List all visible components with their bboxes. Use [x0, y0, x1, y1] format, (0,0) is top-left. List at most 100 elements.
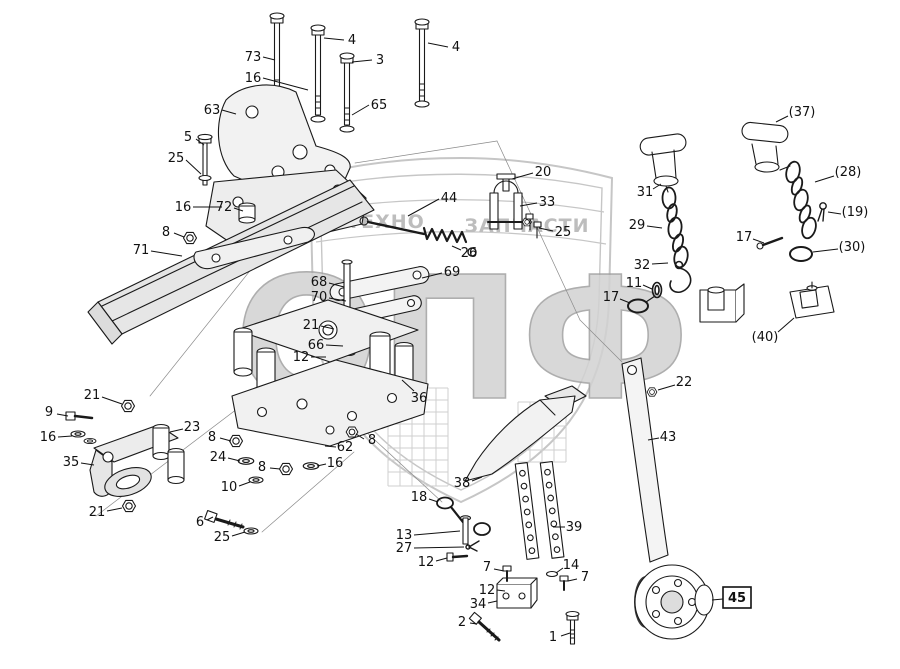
tension-spring-26	[422, 226, 477, 257]
svg-text:11: 11	[626, 276, 643, 291]
nut-21-lower-left	[121, 499, 137, 513]
bolt-12-bottom	[446, 552, 469, 562]
svg-text:69: 69	[444, 265, 461, 280]
svg-text:70: 70	[311, 290, 328, 305]
callout-17-left: 17	[603, 290, 631, 305]
callout-37: (37)	[775, 105, 815, 123]
callout-34: 34	[470, 597, 498, 612]
callout-14: 14	[555, 558, 579, 574]
bolt-4-right	[414, 18, 430, 108]
bolt-3	[339, 52, 355, 133]
callout-17-right: 17	[736, 230, 765, 245]
bolt-4-left	[310, 24, 326, 123]
callout-21-center: 21	[303, 318, 335, 333]
ring-30	[789, 246, 813, 262]
callout-8-mid: 8	[258, 460, 281, 475]
washer-24	[237, 457, 255, 465]
bracket-34	[496, 577, 538, 609]
callout-71: 71	[133, 243, 183, 258]
callout-30: (30)	[812, 240, 865, 255]
svg-text:36: 36	[411, 391, 428, 406]
washer-16-left-b	[83, 437, 97, 445]
bushings-23	[152, 423, 185, 485]
callout-38: 38	[454, 476, 483, 491]
svg-text:31: 31	[637, 185, 654, 200]
eye-rod-44	[359, 216, 426, 236]
bolt-1	[565, 610, 580, 645]
svg-text:72: 72	[216, 200, 233, 215]
svg-text:63: 63	[204, 103, 221, 118]
svg-text:6: 6	[196, 515, 204, 530]
svg-text:4: 4	[348, 33, 356, 48]
callout-22: 22	[657, 375, 692, 391]
svg-text:4: 4	[452, 40, 460, 55]
callout-16-mid: 16	[175, 200, 222, 215]
svg-text:7: 7	[581, 570, 589, 585]
callout-5: 5	[184, 130, 205, 146]
washer-25-left	[243, 527, 259, 535]
svg-text:24: 24	[210, 450, 227, 465]
washer-16-mid	[302, 462, 320, 470]
pin-13	[459, 515, 491, 545]
svg-text:1: 1	[549, 630, 557, 645]
bolt-7-left	[502, 565, 512, 582]
svg-text:13: 13	[396, 528, 413, 543]
washer-10	[248, 476, 264, 484]
callout-35: 35	[63, 455, 95, 470]
chain-29	[661, 186, 689, 269]
svg-text:23: 23	[184, 420, 201, 435]
callout-29: 29	[629, 218, 663, 233]
cotter-pin-19	[817, 202, 827, 222]
base-plate-62	[231, 359, 429, 447]
svg-text:16: 16	[245, 71, 262, 86]
washer-11	[651, 281, 663, 299]
svg-text:26: 26	[461, 246, 478, 261]
lever-arm-43	[621, 357, 669, 563]
callout-4-right: 4	[427, 40, 460, 55]
svg-text:(40): (40)	[752, 330, 779, 345]
clevis-40	[789, 281, 835, 319]
callout-33: 33	[519, 195, 555, 210]
shackle-33	[487, 173, 542, 239]
drawing	[65, 12, 835, 645]
callout-65: 65	[351, 98, 388, 116]
callout-8-top: 8	[162, 225, 185, 240]
callout-36: 36	[401, 379, 428, 406]
callout-18: 18	[411, 490, 439, 505]
callout-9: 9	[45, 405, 69, 420]
callout-10: 10	[221, 480, 251, 495]
callout-66: 66	[308, 338, 344, 353]
svg-text:12: 12	[479, 583, 496, 598]
frame-rail-71	[87, 179, 375, 345]
svg-text:3: 3	[376, 53, 384, 68]
callout-3: 3	[351, 53, 384, 68]
callout-4-left: 4	[323, 33, 356, 48]
callouts: 73 16 4 3 4 65 63 5 25 16 72 8 71 44 20 …	[40, 33, 869, 645]
svg-text:(19): (19)	[842, 205, 869, 220]
nut-8-top	[182, 231, 198, 245]
svg-text:65: 65	[371, 98, 388, 113]
callout-28: (28)	[814, 165, 861, 183]
svg-text:34: 34	[470, 597, 487, 612]
callout-7-left: 7	[483, 560, 505, 575]
svg-text:43: 43	[660, 430, 677, 445]
callout-26: 26	[451, 245, 478, 261]
svg-text:21: 21	[84, 388, 101, 403]
chain-toggle-31	[639, 133, 687, 193]
svg-text:16: 16	[175, 200, 192, 215]
bolt-9	[65, 411, 94, 421]
callout-24: 24	[210, 450, 241, 465]
bushing-72	[238, 202, 256, 224]
callout-11: 11	[626, 276, 653, 291]
watermark-band-left: ТЕХНО	[347, 211, 425, 233]
callout-27: 27	[396, 541, 465, 556]
svg-text:16: 16	[40, 430, 57, 445]
callout-73: 73	[245, 50, 276, 65]
callout-31: 31	[637, 183, 662, 200]
svg-text:2: 2	[458, 615, 466, 630]
callout-2: 2	[458, 615, 478, 630]
nut-8-mid	[278, 462, 294, 476]
svg-text:68: 68	[311, 275, 328, 290]
